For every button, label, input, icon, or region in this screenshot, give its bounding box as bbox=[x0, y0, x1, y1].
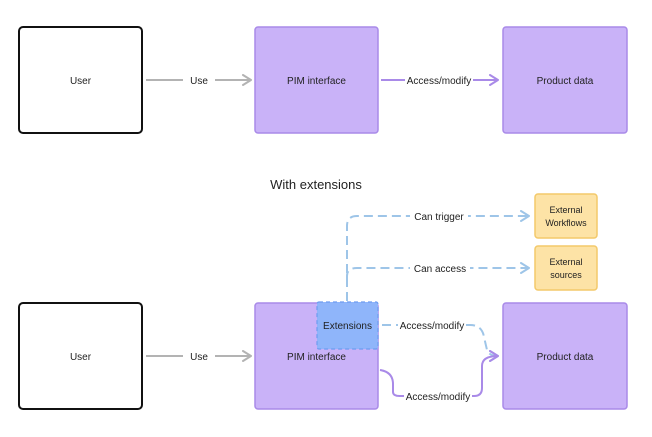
can-access-label-bg bbox=[410, 260, 470, 276]
bottom-row: Can trigger Can access External Workflow… bbox=[18, 193, 628, 410]
top-product-box bbox=[502, 26, 628, 134]
bottom-pim-label: PIM interface bbox=[287, 352, 346, 363]
can-trigger-label-bg bbox=[410, 208, 468, 224]
bottom-use-label-bg bbox=[183, 348, 215, 364]
external-sources-label-line2: sources bbox=[550, 270, 582, 280]
extensions-access-label: Access/modify bbox=[400, 321, 464, 332]
bottom-product-label: Product data bbox=[537, 352, 594, 363]
top-product-label: Product data bbox=[537, 76, 594, 87]
extensions-box bbox=[316, 301, 379, 350]
can-access-label: Can access bbox=[414, 264, 466, 275]
can-trigger-connector bbox=[346, 210, 530, 301]
external-sources-box bbox=[534, 245, 598, 291]
pim-access-label-bg bbox=[404, 388, 472, 404]
can-trigger-label: Can trigger bbox=[414, 212, 464, 223]
external-workflows-label-line1: External bbox=[549, 205, 582, 215]
extensions-access-label-bg bbox=[398, 317, 466, 333]
external-workflows-box bbox=[534, 193, 598, 239]
bottom-user-box bbox=[18, 302, 143, 410]
top-user-label: User bbox=[70, 76, 92, 87]
top-access-label: Access/modify bbox=[407, 76, 471, 87]
top-pim-label: PIM interface bbox=[287, 76, 346, 87]
pim-access-label: Access/modify bbox=[406, 392, 470, 403]
top-user-box bbox=[18, 26, 143, 134]
top-access-label-bg bbox=[405, 72, 473, 88]
top-pim-box bbox=[254, 26, 379, 134]
top-row: User Use PIM interface Access/modify Pro… bbox=[18, 26, 628, 134]
top-use-label: Use bbox=[190, 76, 208, 87]
section-title: With extensions bbox=[270, 177, 362, 192]
can-access-connector bbox=[346, 262, 530, 280]
bottom-product-box bbox=[502, 302, 628, 410]
bottom-user-label: User bbox=[70, 352, 92, 363]
external-workflows-label-line2: Workflows bbox=[545, 218, 587, 228]
extensions-label: Extensions bbox=[323, 321, 372, 332]
bottom-use-label: Use bbox=[190, 352, 208, 363]
top-use-label-bg bbox=[183, 72, 215, 88]
external-sources-label-line1: External bbox=[549, 257, 582, 267]
